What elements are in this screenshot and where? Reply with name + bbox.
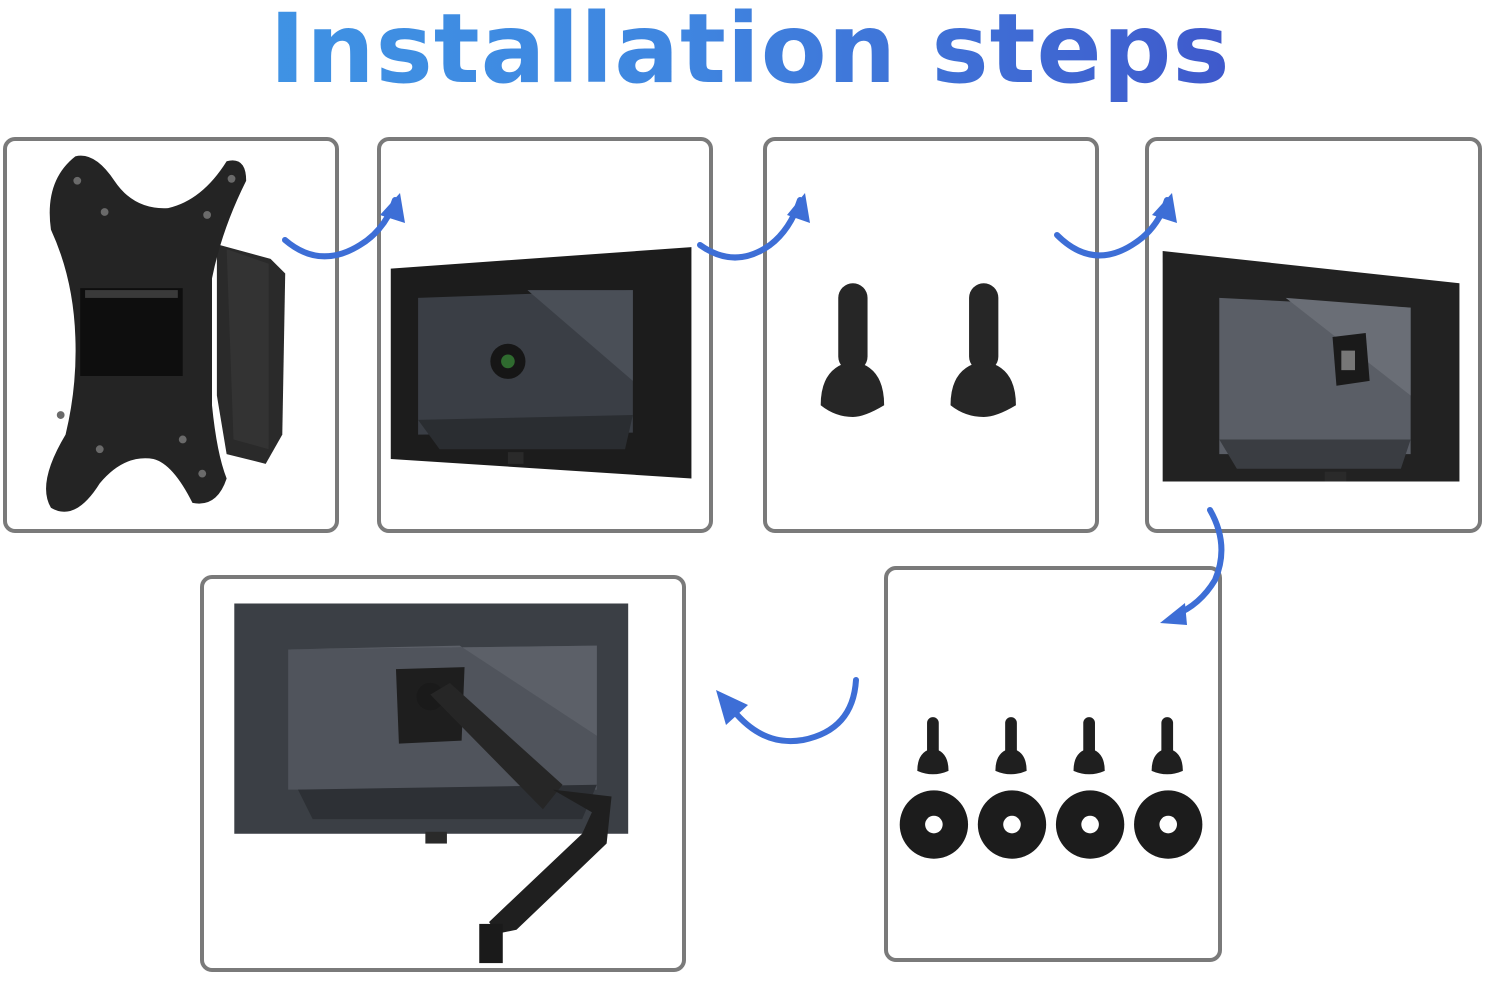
arrow-step-4-to-5-icon: [1160, 507, 1225, 625]
monitor-arm-mounted-image: [234, 603, 629, 964]
arrow-step-3-to-4-icon: [1054, 193, 1177, 259]
step-1-adapter-bracket-panel: [3, 137, 339, 533]
step-3-screws-panel: [763, 137, 1099, 533]
monitor-rear-image: [390, 247, 692, 479]
arrow-step-2-to-3-icon: [697, 193, 810, 261]
page-title: Installation steps: [0, 0, 1500, 104]
vesa-adapter-bracket-image: [46, 155, 286, 512]
screws-pair-image: [820, 283, 1016, 417]
screws-washers-image: [899, 717, 1203, 859]
step-6-monitor-on-arm-panel: [200, 575, 686, 972]
step-2-monitor-back-panel: [377, 137, 713, 533]
monitor-rear-with-bracket-image: [1162, 251, 1460, 482]
arrow-step-1-to-2-icon: [282, 193, 405, 260]
step-5-screws-washers-panel: [884, 566, 1222, 962]
arrow-step-5-to-6-icon: [716, 677, 859, 745]
step-4-monitor-with-adapter-panel: [1145, 137, 1482, 533]
